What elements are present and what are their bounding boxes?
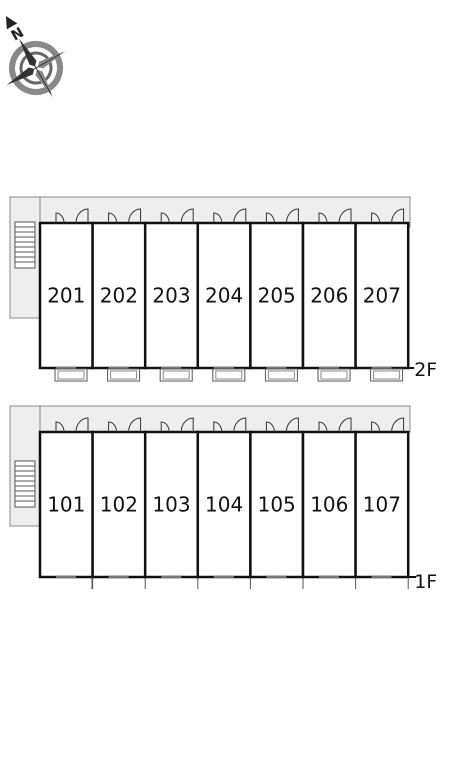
compass-north-label: N [9,25,27,45]
unit-number: 101 [47,493,85,517]
staircase-icon [14,221,36,269]
unit-206[interactable]: 206 [301,208,357,382]
unit-203[interactable]: 203 [143,208,200,382]
balcony [159,368,193,382]
door-icon [160,417,194,433]
unit-102[interactable]: 102 [91,417,147,589]
floor-2f-plan: 201 202 203 204 205 206 207 2F [9,196,437,382]
unit-103[interactable]: 103 [143,417,200,589]
unit-number: 206 [310,284,348,308]
unit-number: 106 [310,493,348,517]
door-icon [265,417,299,433]
door-icon [160,208,194,224]
unit-101[interactable]: 101 [38,417,94,589]
unit-number: 204 [205,284,243,308]
door-icon [371,417,405,433]
unit-205[interactable]: 205 [249,208,305,382]
unit-106[interactable]: 106 [301,417,357,589]
unit-number: 104 [205,493,243,517]
floor-label: 2F [414,359,437,381]
door-icon [318,208,352,224]
door-icon [371,208,405,224]
door-icon [108,417,142,433]
unit-number: 203 [152,284,190,308]
floor-1f-plan: 101 102 103 104 105 106 107 1F [9,405,437,593]
unit-105[interactable]: 105 [249,417,305,589]
door-icon [55,417,89,433]
corridor [9,405,411,433]
door-icon [265,208,299,224]
unit-204[interactable]: 204 [196,208,252,382]
door-icon [318,417,352,433]
door-icon [108,208,142,224]
balcony [317,368,351,382]
unit-104[interactable]: 104 [196,417,252,589]
compass-rose-icon: N [6,16,66,98]
door-icon [213,417,247,433]
balcony [107,368,141,382]
floor-label: 1F [414,571,437,593]
unit-number: 207 [363,284,401,308]
balcony [264,368,298,382]
unit-number: 105 [258,493,296,517]
staircase-icon [14,460,36,508]
unit-107[interactable]: 107 [354,417,410,589]
unit-207[interactable]: 207 [354,208,410,382]
balcony [212,368,246,382]
door-icon [213,208,247,224]
unit-number: 102 [100,493,138,517]
unit-number: 205 [258,284,296,308]
unit-number: 202 [100,284,138,308]
unit-number: 201 [47,284,85,308]
unit-number: 103 [152,493,190,517]
unit-201[interactable]: 201 [38,208,94,382]
door-icon [55,208,89,224]
unit-number: 107 [363,493,401,517]
balcony [54,368,88,382]
balcony [370,368,404,382]
unit-202[interactable]: 202 [91,208,147,382]
